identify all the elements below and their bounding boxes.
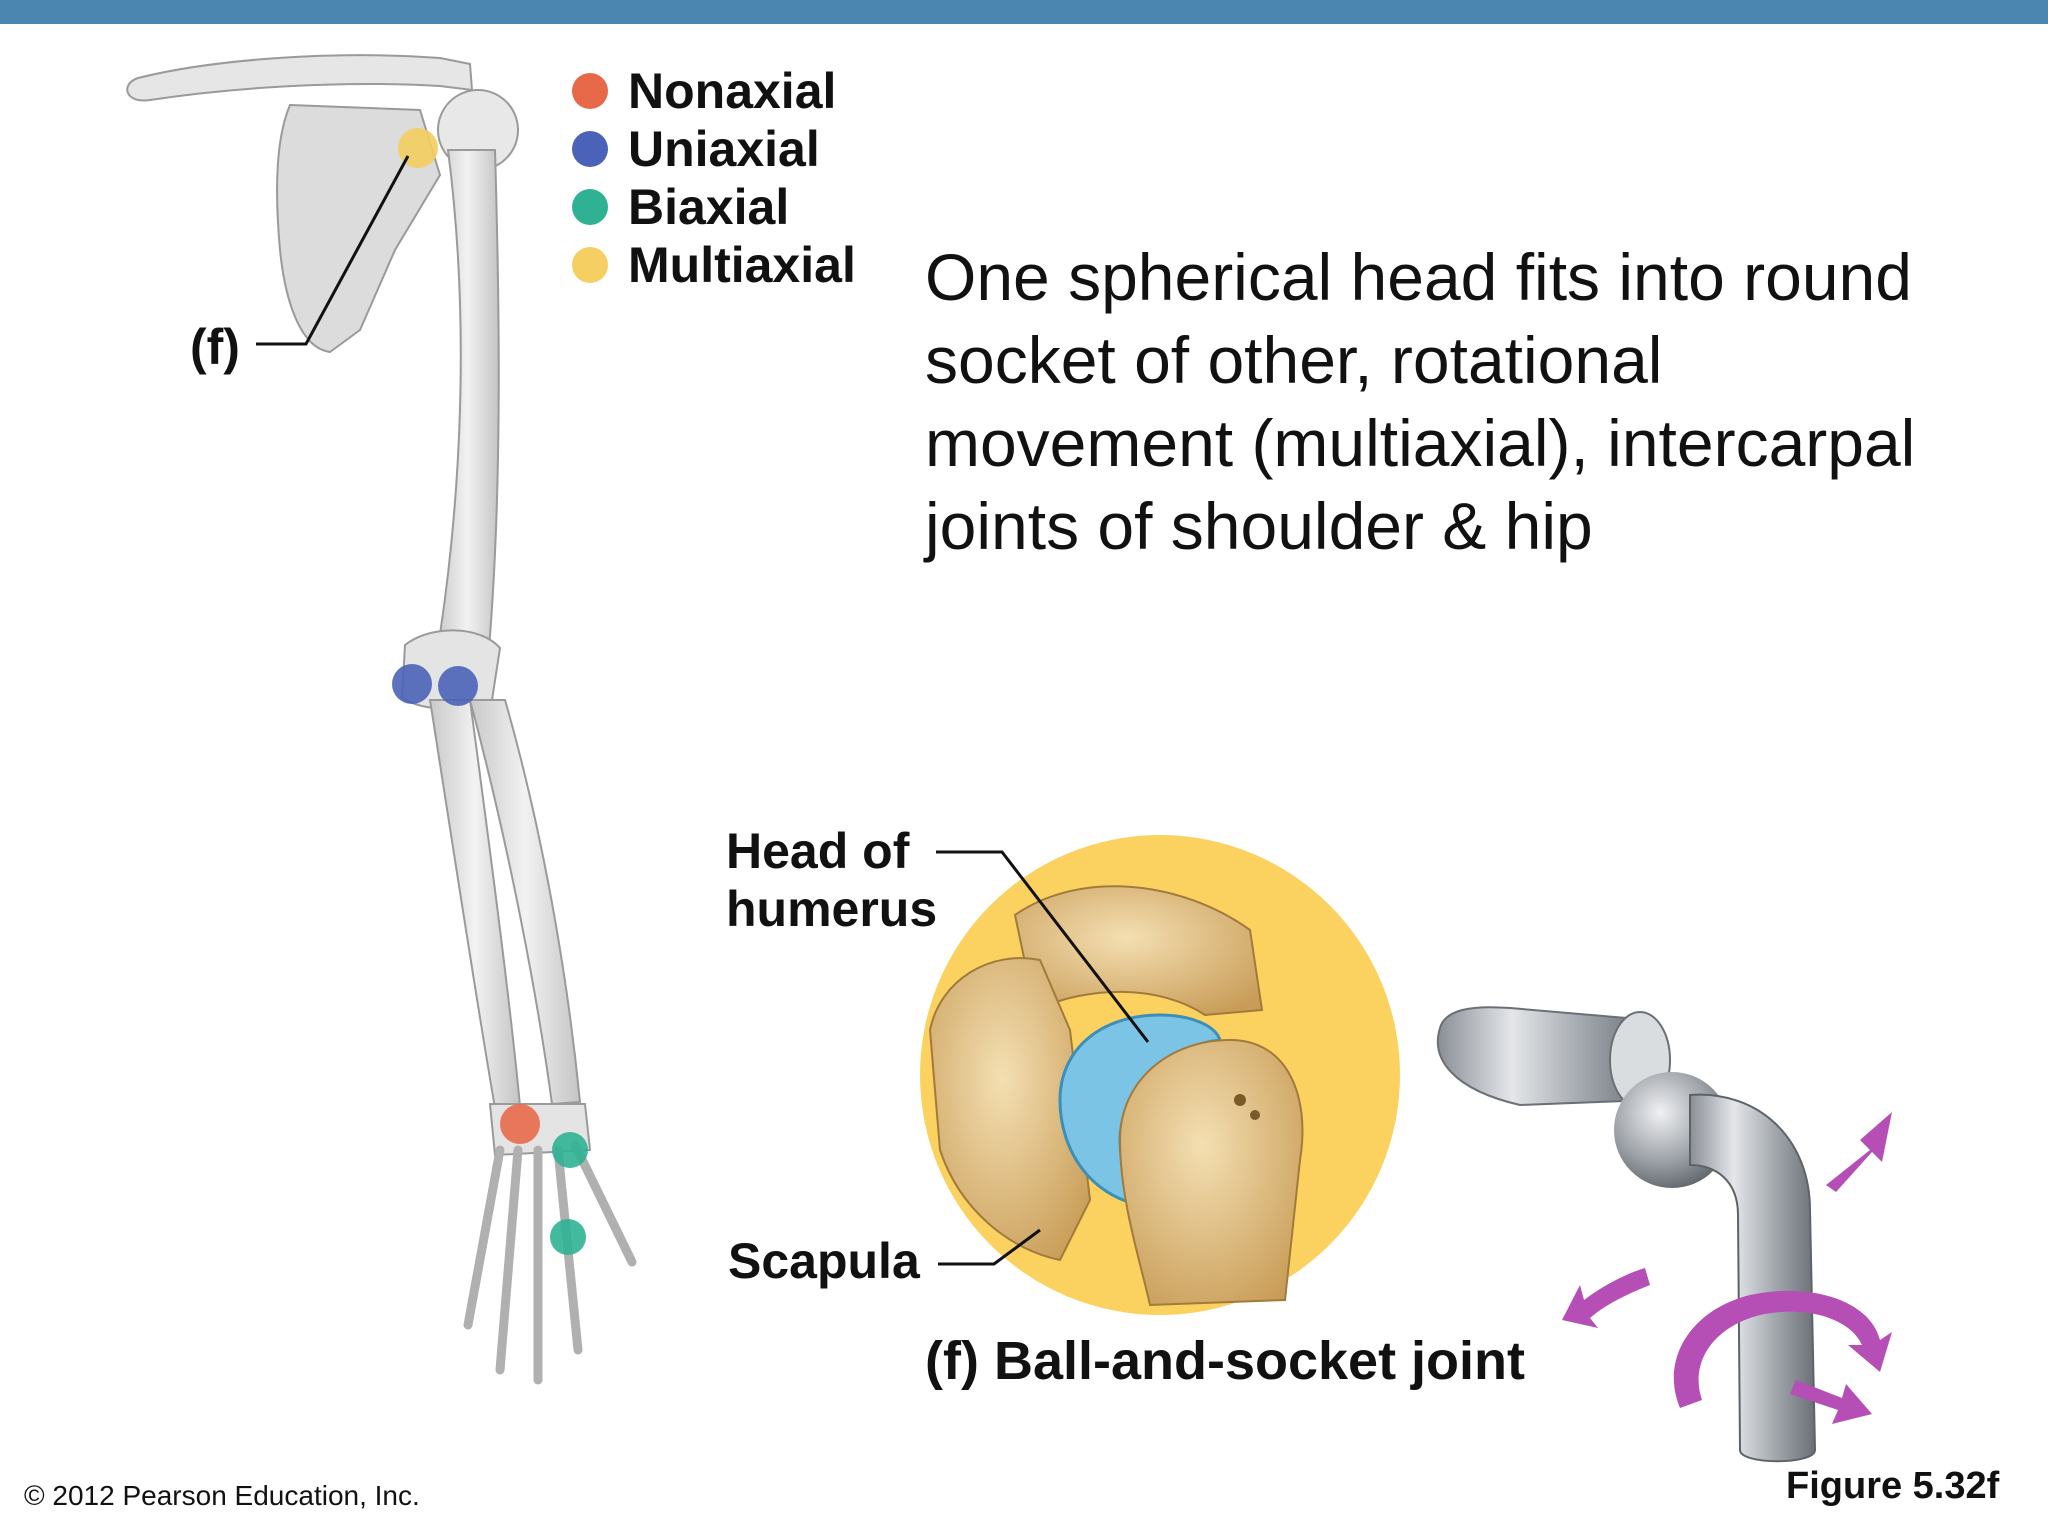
fingers [463, 1140, 637, 1385]
elbow-marker-2 [438, 666, 478, 706]
acromion [1013, 885, 1264, 1017]
legend-dot-biaxial [572, 189, 608, 225]
f-marker-label: (f) [190, 319, 240, 375]
motion-arrows [1562, 1112, 1892, 1424]
f-leader-line [256, 155, 410, 346]
legend-label: Uniaxial [628, 121, 820, 177]
legend-dot-multiaxial [572, 247, 608, 283]
mechanical-model [1436, 1006, 1892, 1463]
scapula-inset [928, 957, 1092, 1262]
radius [468, 699, 582, 1106]
elbow-marker-1 [392, 664, 432, 704]
socket-cone [1436, 1006, 1651, 1107]
arrow-left-icon [1562, 1268, 1650, 1328]
humerus [434, 149, 500, 661]
arm-skeleton [126, 54, 637, 1385]
legend-item-nonaxial: Nonaxial [572, 62, 856, 120]
legend-item-biaxial: Biaxial [572, 178, 856, 236]
head-leader-line [936, 850, 1150, 1043]
scapula-bone [276, 103, 442, 354]
figure-number: Figure 5.32f [1786, 1465, 2000, 1507]
arrow-up-right-icon [1826, 1112, 1892, 1192]
clavicle [126, 54, 474, 102]
legend-item-uniaxial: Uniaxial [572, 120, 856, 178]
arrow-down-right-icon [1790, 1380, 1872, 1424]
knuckle-marker-1 [552, 1132, 588, 1168]
legend-label: Biaxial [628, 179, 790, 235]
legend-label: Nonaxial [628, 63, 837, 119]
humerus-inset [1118, 1038, 1304, 1307]
copyright-notice: © 2012 Pearson Education, Inc. [24, 1480, 420, 1511]
figure-caption: (f) Ball-and-socket joint [925, 1331, 1526, 1391]
legend-dot-uniaxial [572, 131, 608, 167]
knuckle-marker-2 [550, 1219, 586, 1255]
scapula-label: Scapula [728, 1233, 920, 1289]
scapula-leader-line [938, 1228, 1041, 1266]
head-of-humerus-label: Head of humerus [726, 823, 938, 937]
wrist-marker [500, 1104, 540, 1144]
joint-description: One spherical head fits into round socke… [925, 240, 1916, 563]
legend: Nonaxial Uniaxial Biaxial Multiaxial [572, 62, 856, 294]
legend-label: Multiaxial [628, 237, 856, 293]
shoulder-inset [920, 835, 1400, 1315]
metal-rod [1689, 1093, 1817, 1463]
arrow-rotate-icon [1673, 1290, 1892, 1408]
top-bar [0, 0, 2048, 24]
legend-dot-nonaxial [572, 73, 608, 109]
legend-item-multiaxial: Multiaxial [572, 236, 856, 294]
